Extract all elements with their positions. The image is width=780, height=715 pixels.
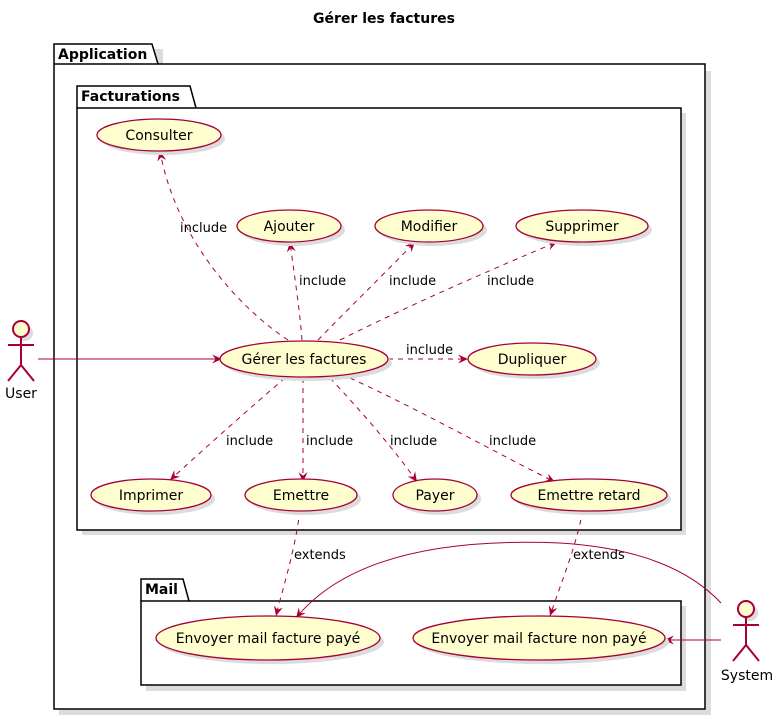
label-include-imprimer: include — [226, 434, 273, 449]
diagram-title: Gérer les factures — [313, 11, 455, 27]
label-include-payer: include — [390, 434, 437, 449]
package-title-mail: Mail — [145, 582, 178, 598]
use-case-label: Consulter — [125, 128, 192, 144]
use-case-label: Modifier — [401, 219, 458, 235]
label-include-supprimer: include — [487, 274, 534, 289]
use-case-label: Payer — [415, 488, 454, 504]
actor-head-icon — [737, 600, 755, 618]
association-system-mail-paye — [295, 541, 722, 619]
actor-user[interactable]: User — [5, 320, 37, 402]
use-case-payer[interactable]: Payer — [392, 478, 481, 515]
include-edge-modifier — [317, 241, 416, 341]
package-facturations: Facturations — [76, 85, 686, 535]
label-include-emettre: include — [306, 434, 353, 449]
extends-edge-emettre-retard — [548, 509, 584, 617]
use-case-ajouter[interactable]: Ajouter — [236, 209, 345, 246]
use-case-label: Dupliquer — [498, 352, 567, 368]
actor-body-icon — [7, 337, 35, 382]
actor-system[interactable]: System — [721, 600, 773, 684]
use-case-consulter[interactable]: Consulter — [96, 118, 225, 155]
use-case-modifier[interactable]: Modifier — [374, 209, 487, 246]
use-case-envoyer-mail-facture-non-paye[interactable]: Envoyer mail facture non payé — [412, 615, 669, 664]
actor-body-icon — [732, 617, 760, 662]
label-include-ajouter: include — [299, 274, 346, 289]
label-extends-emettre: extends — [294, 548, 346, 563]
extends-edge-emettre — [274, 509, 301, 617]
use-case-label: Emettre retard — [537, 488, 640, 504]
use-case-label: Ajouter — [264, 219, 315, 235]
connectors — [38, 150, 722, 645]
use-case-emettre[interactable]: Emettre — [244, 478, 361, 515]
package-title-application: Application — [58, 47, 147, 63]
actor-label-user: User — [5, 386, 37, 402]
use-case-supprimer[interactable]: Supprimer — [515, 209, 652, 246]
actor-head-icon — [12, 320, 30, 338]
use-case-emettre-retard[interactable]: Emettre retard — [510, 478, 671, 515]
label-extends-emettre-retard: extends — [573, 548, 625, 563]
actor-label-system: System — [721, 668, 773, 684]
label-include-consulter: include — [180, 221, 227, 236]
include-edge-supprimer — [339, 241, 558, 341]
use-case-label: Imprimer — [119, 488, 184, 504]
use-case-label: Emettre — [273, 488, 329, 504]
use-case-label: Gérer les factures — [242, 352, 367, 368]
use-case-label: Envoyer mail facture non payé — [431, 631, 646, 647]
include-edge-payer — [329, 377, 418, 483]
edge-labels: include include include include include … — [180, 221, 625, 563]
package-title-facturations: Facturations — [81, 89, 180, 105]
use-case-gerer-les-factures[interactable]: Gérer les factures — [219, 340, 392, 381]
label-include-dupliquer: include — [406, 343, 453, 358]
use-case-imprimer[interactable]: Imprimer — [90, 478, 215, 515]
include-edge-consulter — [157, 150, 289, 341]
label-include-modifier: include — [389, 274, 436, 289]
use-case-dupliquer[interactable]: Dupliquer — [467, 342, 600, 379]
use-case-envoyer-mail-facture-paye[interactable]: Envoyer mail facture payé — [155, 615, 384, 664]
label-include-emettre-retard: include — [489, 434, 536, 449]
use-case-label: Envoyer mail facture payé — [176, 631, 361, 647]
use-case-label: Supprimer — [545, 219, 618, 235]
include-edge-emettre-retard — [349, 377, 556, 483]
